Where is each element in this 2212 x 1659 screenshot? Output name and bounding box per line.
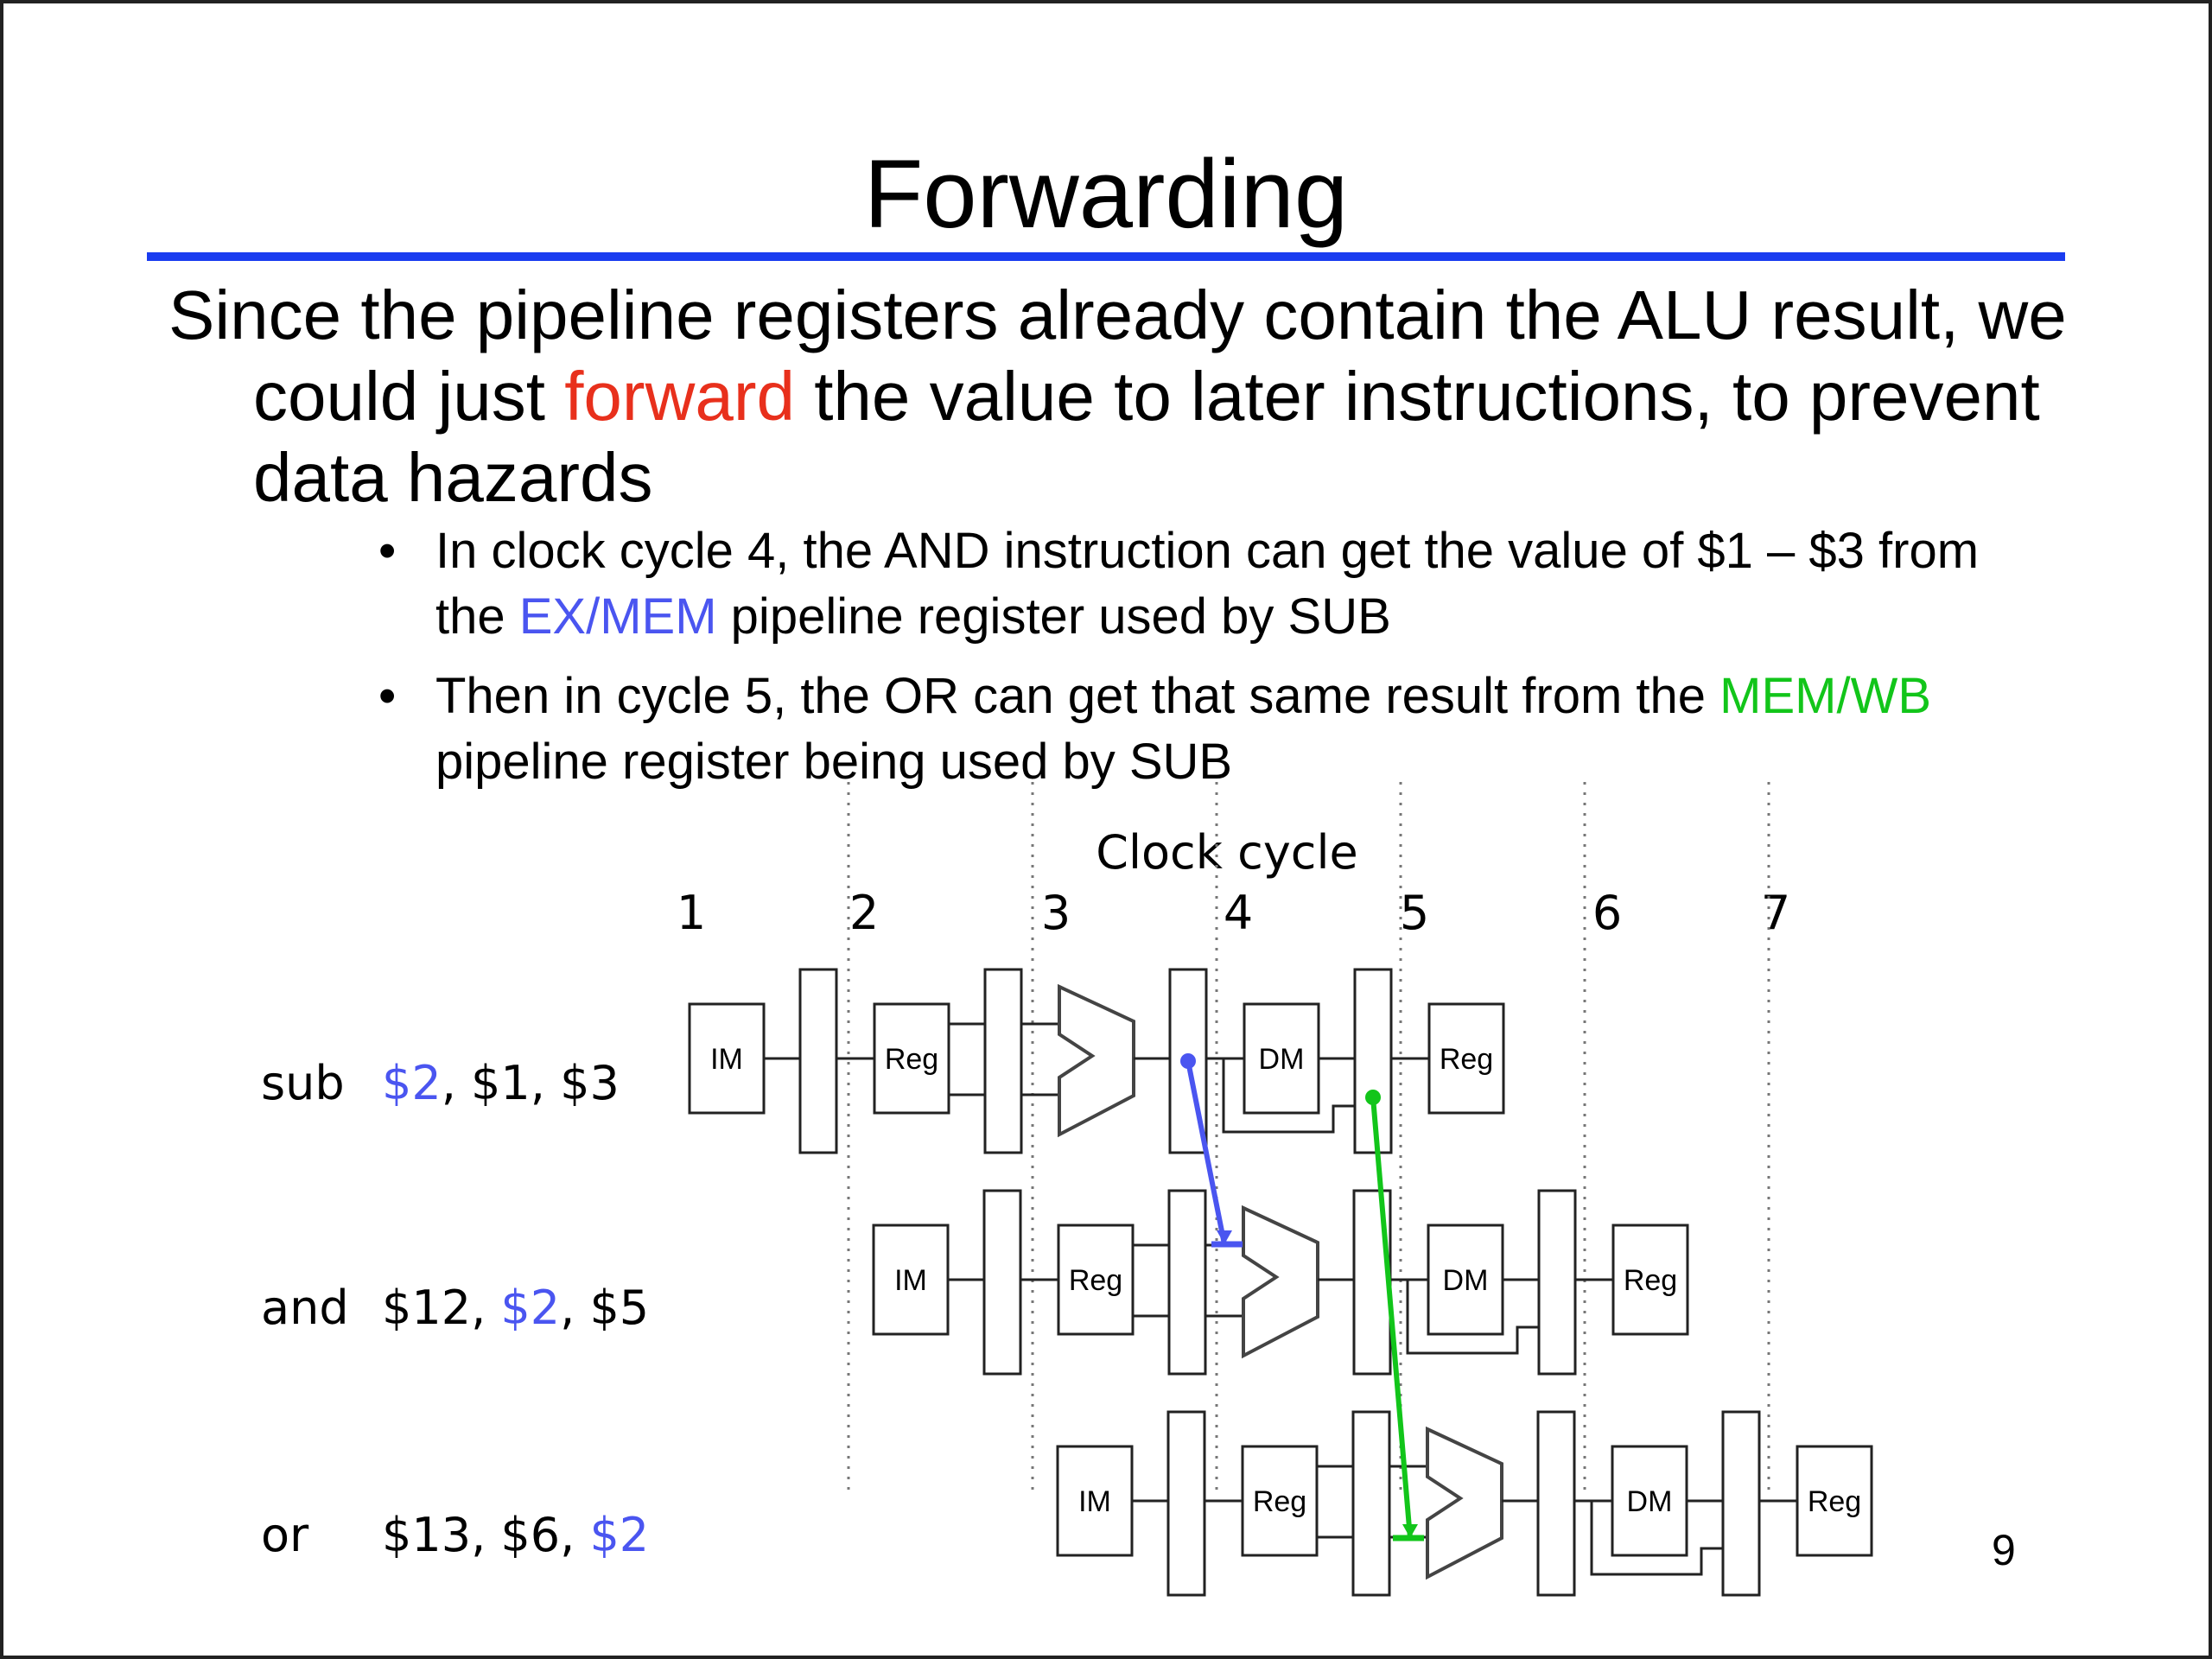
paragraph-text-after: the value to later instructions, to prev… bbox=[253, 358, 2040, 516]
bullet-item-mem-wb: • Then in cycle 5, the OR can get that sa… bbox=[372, 664, 2031, 795]
if-id-register bbox=[1166, 1410, 1206, 1597]
dm-bypass-wire bbox=[1222, 1058, 1355, 1134]
id-ex-register bbox=[1351, 1410, 1391, 1597]
dm-stage-box-label: DM bbox=[1259, 1043, 1305, 1076]
reg-read-box bbox=[1241, 1445, 1319, 1557]
forwarding-path-ex-mem-forward bbox=[1180, 1053, 1243, 1248]
im-stage-box bbox=[872, 1224, 950, 1336]
instruction-arg-highlight: $2 bbox=[500, 1281, 561, 1335]
mem-wb-register bbox=[1537, 1189, 1577, 1376]
instruction-opcode: or bbox=[261, 1508, 309, 1562]
bullet-highlight-mem-wb: MEM/WB bbox=[1719, 668, 1931, 724]
cycle-labels: 1 2 3 4 5 6 7 bbox=[677, 886, 1790, 940]
pipeline-row-or: IM Reg DM Reg bbox=[1056, 1410, 1873, 1597]
reg-read-box-label: Reg bbox=[885, 1043, 938, 1076]
bullet-text-before: Then in cycle 5, the OR can get that sam… bbox=[435, 668, 1720, 724]
paragraph-highlight-forward: forward bbox=[564, 358, 795, 435]
instruction-arg-highlight: $2 bbox=[382, 1056, 442, 1110]
instruction-arg: , $5 bbox=[560, 1281, 650, 1335]
alu-shape bbox=[1426, 1426, 1503, 1580]
dm-stage-box-label: DM bbox=[1627, 1485, 1673, 1518]
reg-write-box bbox=[1796, 1445, 1873, 1557]
im-stage-box bbox=[1056, 1445, 1134, 1557]
reg-read-box bbox=[1057, 1224, 1135, 1336]
alu-shape bbox=[1058, 983, 1135, 1138]
bullet-marker: • bbox=[378, 523, 397, 579]
bullet-list: • In clock cycle 4, the AND instruction c… bbox=[372, 518, 2031, 809]
cycle-number-2: 2 bbox=[849, 886, 879, 940]
dm-bypass-wire bbox=[1406, 1280, 1539, 1355]
forward-arrowhead bbox=[1217, 1230, 1232, 1244]
reg-write-box-label: Reg bbox=[1808, 1485, 1861, 1518]
bullet-text-after: pipeline register used by SUB bbox=[716, 588, 1391, 645]
main-paragraph: Since the pipeline registers already con… bbox=[168, 275, 2154, 518]
instruction-sub: sub $2, $1, $3 bbox=[261, 1056, 620, 1111]
cycle-number-6: 6 bbox=[1592, 886, 1622, 940]
instruction-opcode: sub bbox=[261, 1056, 345, 1110]
dm-stage-box bbox=[1427, 1224, 1504, 1336]
alu-shape bbox=[1242, 1205, 1319, 1359]
pipeline-row-sub: IM Reg DM Reg bbox=[688, 968, 1505, 1154]
slide-title: Forwarding bbox=[863, 140, 1349, 248]
dm-bypass-wire bbox=[1590, 1501, 1723, 1576]
mem-wb-register bbox=[1721, 1410, 1761, 1597]
bullet-text-after: pipeline register being used by SUB bbox=[435, 734, 1233, 790]
if-id-register bbox=[798, 968, 838, 1154]
id-ex-register bbox=[983, 968, 1023, 1154]
cycle-number-7: 7 bbox=[1761, 886, 1790, 940]
reg-write-box-label: Reg bbox=[1624, 1264, 1677, 1297]
id-ex-register bbox=[1167, 1189, 1207, 1376]
im-stage-box-label: IM bbox=[710, 1043, 743, 1076]
if-id-register bbox=[982, 1189, 1022, 1376]
instruction-arg: $13, $6, bbox=[382, 1508, 590, 1562]
reg-read-box-label: Reg bbox=[1253, 1485, 1306, 1518]
im-stage-box-label: IM bbox=[894, 1264, 927, 1297]
reg-write-box bbox=[1611, 1224, 1689, 1336]
page-number: 9 bbox=[1992, 1526, 2016, 1574]
reg-read-box-label: Reg bbox=[1069, 1264, 1122, 1297]
cycle-number-5: 5 bbox=[1400, 886, 1429, 940]
cycle-number-3: 3 bbox=[1041, 886, 1071, 940]
bullet-marker: • bbox=[378, 668, 397, 724]
forward-arrowhead bbox=[1402, 1524, 1418, 1538]
instruction-and: and $12, $2, $5 bbox=[261, 1281, 649, 1336]
instruction-arg: , $1, $3 bbox=[441, 1056, 620, 1110]
title-rule bbox=[147, 252, 2065, 261]
instruction-opcode: and bbox=[261, 1281, 349, 1335]
forwarding-path-mem-wb-forward bbox=[1365, 1090, 1424, 1541]
cycle-number-1: 1 bbox=[677, 886, 706, 940]
bullet-highlight-ex-mem: EX/MEM bbox=[518, 588, 717, 645]
reg-read-box bbox=[873, 1002, 950, 1115]
instruction-or: or $13, $6, $2 bbox=[261, 1508, 649, 1563]
cycle-number-4: 4 bbox=[1224, 886, 1253, 940]
paragraph-text-before: Since the pipeline registers already con… bbox=[168, 276, 2067, 435]
reg-write-box bbox=[1427, 1002, 1505, 1115]
im-stage-box-label: IM bbox=[1078, 1485, 1111, 1518]
instruction-arg: $12, bbox=[382, 1281, 501, 1335]
forward-line bbox=[1370, 1096, 1413, 1539]
bullet-item-ex-mem: • In clock cycle 4, the AND instruction c… bbox=[372, 518, 2031, 650]
bullet-text-before: In clock cycle 4, the AND instruction ca… bbox=[435, 523, 1980, 645]
pipeline-row-and: IM Reg DM Reg bbox=[872, 1189, 1689, 1376]
reg-write-box-label: Reg bbox=[1440, 1043, 1493, 1076]
dm-stage-box bbox=[1243, 1002, 1320, 1115]
instruction-arg-highlight: $2 bbox=[589, 1508, 650, 1562]
clock-cycle-label: Clock cycle bbox=[1096, 825, 1357, 880]
dm-stage-box-label: DM bbox=[1443, 1264, 1489, 1297]
ex-mem-register bbox=[1536, 1410, 1576, 1597]
forwarding-paths bbox=[1180, 1053, 1424, 1541]
forward-line bbox=[1185, 1060, 1227, 1245]
